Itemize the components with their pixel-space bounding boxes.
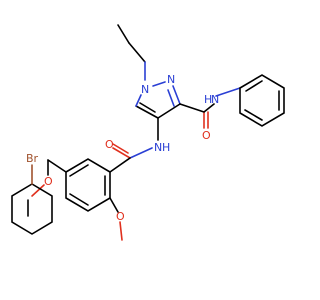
bond-phenyl-double-3 — [244, 109, 263, 121]
bond-c3-c4 — [157, 103, 181, 119]
bond-nh-mid-carbonyl — [129, 147, 153, 159]
bond-benzene-methoxy — [109, 197, 119, 213]
bond-ethyl-ch2 — [128, 42, 146, 63]
bond-carbonyl-benzene — [109, 157, 131, 173]
bond-n2-c3-double — [167, 89, 175, 107]
bond-nh-phenyl — [215, 87, 241, 97]
ring-bromophenyl — [11, 183, 53, 235]
atom-o-amide-mid: O — [105, 138, 114, 151]
bond-methoxy-ch3 — [119, 221, 123, 241]
bond-c4-c5 — [135, 105, 159, 119]
ring-benzene-central — [65, 158, 111, 212]
bond-benzene-ch2 — [47, 159, 67, 173]
bond-carbonyl-nh — [203, 103, 215, 113]
atom-n1: N — [141, 83, 149, 96]
bond-c4-c5-double — [139, 102, 156, 113]
bond-o-ether-aryl — [31, 184, 45, 197]
bond-benzene-double-3 — [69, 164, 89, 177]
bond-n2-c3 — [172, 85, 181, 105]
atom-o-amide-top: O — [202, 129, 211, 142]
atom-h-amide-mid: H — [162, 141, 170, 154]
atom-o-ether: O — [44, 175, 53, 188]
molecule-structure: N N N H O N H O O O Br — [11, 24, 285, 241]
atom-br: Br — [26, 152, 39, 165]
atom-nh-amide-top: N — [211, 93, 219, 106]
bond-ethyl-ch3 — [117, 24, 130, 44]
atom-h-amide-top: H — [204, 93, 212, 106]
atom-nh-amide-mid: N — [154, 141, 162, 154]
molecule-canvas: N N N H O N H O O O Br — [11, 24, 285, 241]
bond-c3-carbonyl — [179, 103, 205, 113]
atom-n2: N — [167, 73, 175, 86]
bond-carbonyl-o-mid — [112, 147, 131, 159]
bond-carbonyl-o-mid-double — [112, 143, 129, 154]
atom-o-methoxy: O — [116, 210, 125, 223]
bond-phenyl-double-1 — [245, 80, 263, 92]
bond-c5-n1 — [135, 94, 142, 107]
ring-phenyl — [239, 74, 285, 127]
bond-benzene-double-2 — [69, 193, 89, 206]
bond-n1-n2 — [152, 81, 166, 87]
